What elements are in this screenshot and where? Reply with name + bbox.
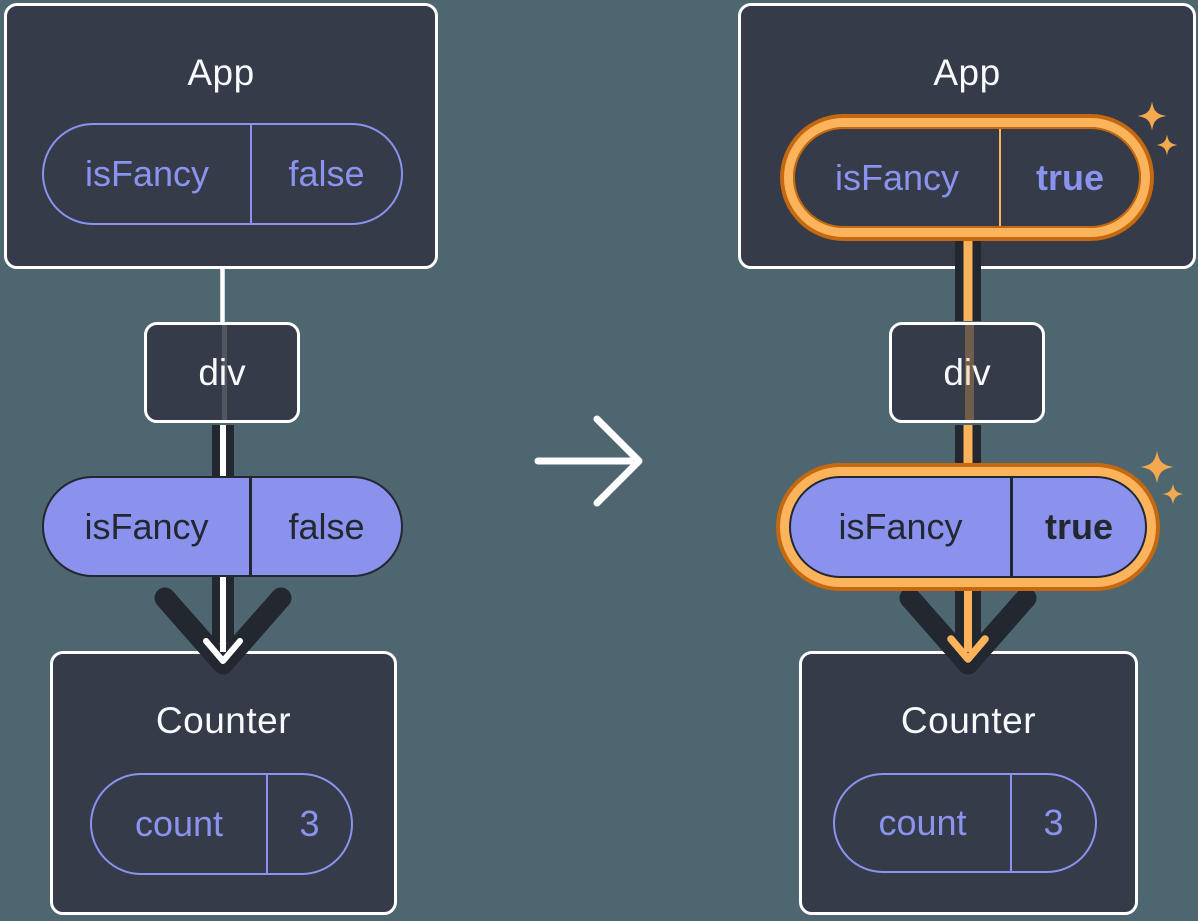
right-app-state-pill: isFancy true <box>793 127 1141 228</box>
right-div-box: div <box>889 322 1045 423</box>
pill-value-label: 3 <box>299 803 320 844</box>
pill-key-cell: isFancy <box>44 125 250 223</box>
pill-value-label: true <box>1044 506 1113 547</box>
pill-key-label: isFancy <box>834 156 960 198</box>
pill-value-cell: true <box>1010 478 1145 576</box>
pill-key-cell: isFancy <box>44 478 249 575</box>
right-div-passthrough-line <box>965 325 974 420</box>
sparkle-icon <box>1140 450 1174 484</box>
left-counter-state-pill: count 3 <box>90 773 353 875</box>
pill-key-label: isFancy <box>84 505 209 547</box>
pill-key-cell: isFancy <box>795 129 999 226</box>
left-div-label: div <box>198 351 246 393</box>
pill-value-cell: true <box>999 129 1139 226</box>
pill-value-cell: false <box>250 125 401 223</box>
pill-key-cell: isFancy <box>791 478 1010 576</box>
pill-key-cell: count <box>92 775 266 873</box>
pill-value-cell: 3 <box>266 775 351 873</box>
pill-value-label: false <box>288 153 365 194</box>
pill-key-cell: count <box>835 775 1010 871</box>
right-app-title: App <box>933 52 1001 93</box>
pill-value-label: true <box>1035 156 1104 198</box>
left-prop-pill: isFancy false <box>42 476 403 577</box>
sparkle-icon <box>1162 483 1184 505</box>
right-counter-state-pill: count 3 <box>833 773 1097 873</box>
right-counter-title: Counter <box>900 700 1037 741</box>
right-div-label: div <box>943 351 991 393</box>
arrow-right-icon <box>534 415 643 507</box>
pill-value-cell: false <box>249 478 401 575</box>
left-div-box: div <box>144 322 300 423</box>
pill-value-cell: 3 <box>1010 775 1095 871</box>
left-div-passthrough-line <box>222 325 227 420</box>
pill-value-label: 3 <box>1043 802 1064 843</box>
left-app-state-pill: isFancy false <box>42 123 403 225</box>
pill-key-label: isFancy <box>84 153 210 194</box>
left-counter-title: Counter <box>155 700 292 741</box>
pill-key-label: count <box>878 802 967 843</box>
pill-key-label: count <box>134 803 224 844</box>
pill-value-label: false <box>288 505 365 547</box>
right-prop-pill: isFancy true <box>789 476 1147 578</box>
pill-key-label: isFancy <box>838 506 963 547</box>
left-app-title: App <box>187 52 255 93</box>
